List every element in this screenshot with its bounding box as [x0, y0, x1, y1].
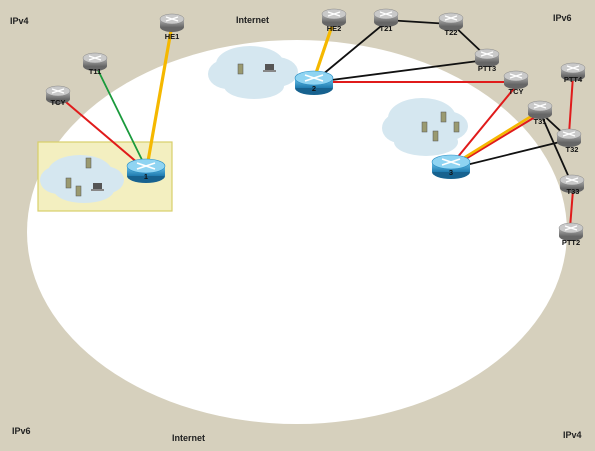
router-label: TCY	[51, 98, 66, 107]
router-label: PTT3	[478, 64, 496, 73]
link-tcy-hub1	[59, 96, 147, 171]
router-label: T22	[445, 28, 458, 37]
router-label: T33	[567, 187, 580, 196]
router-t21[interactable]: T21	[373, 8, 399, 33]
router-t22[interactable]: T22	[438, 12, 464, 37]
label-ipv6-top-right: IPv6	[553, 13, 572, 23]
router-label: HE2	[327, 24, 342, 33]
link-he2-hub2	[312, 18, 336, 81]
hub-label: 2	[312, 84, 316, 93]
router-he1[interactable]: HE1	[159, 13, 185, 41]
label-ipv4-top-left: IPv4	[10, 16, 29, 26]
router-label: TCY	[509, 87, 524, 96]
label-ipv6-bottom-left: IPv6	[12, 426, 31, 436]
router-t11[interactable]: T11	[82, 52, 108, 76]
link-hub3-t32	[453, 139, 569, 169]
link-hub2-ptt3	[315, 59, 487, 83]
router-label: T11	[89, 67, 102, 76]
router-ptt2[interactable]: PTT2	[558, 222, 584, 247]
router-label: PTT2	[562, 238, 580, 247]
router-ptt4[interactable]: PTT4	[560, 62, 586, 84]
hub-router-3[interactable]: 3	[431, 154, 471, 179]
router-label: T32	[566, 145, 579, 154]
cloud-right	[382, 98, 468, 156]
label-internet-top: Internet	[236, 15, 269, 25]
router-label: T21	[380, 24, 393, 33]
network-ellipse	[27, 40, 567, 424]
router-tcy-left[interactable]: TCY	[45, 85, 71, 107]
router-he2[interactable]: HE2	[321, 8, 347, 33]
router-label: PTT4	[564, 75, 583, 84]
link-ptt4-t32	[568, 75, 574, 135]
link-hub3-t31-red	[453, 113, 541, 167]
router-t33[interactable]: T33	[559, 174, 585, 196]
hub-router-1[interactable]: 1	[126, 158, 166, 183]
hub-label: 3	[449, 168, 453, 177]
link-t31-t33	[539, 111, 572, 183]
laptop-icon	[91, 183, 104, 191]
router-t32[interactable]: T32	[556, 128, 582, 154]
hub-label: 1	[144, 172, 148, 181]
link-hub2-t21	[315, 21, 387, 81]
link-t33-ptt2	[569, 189, 574, 229]
server-icon	[65, 157, 92, 197]
laptop-icon	[263, 64, 276, 72]
link-t11-hub1	[94, 63, 147, 169]
label-internet-bottom: Internet	[172, 433, 205, 443]
link-tcy-right-hub3	[451, 85, 517, 165]
router-tcy-right[interactable]: TCY	[503, 70, 529, 96]
router-label: HE1	[165, 32, 180, 41]
hub-router-2[interactable]: 2	[294, 70, 334, 95]
server-icon	[421, 111, 460, 142]
router-t31[interactable]: T31	[527, 100, 553, 126]
label-ipv4-bottom-right: IPv4	[563, 430, 582, 440]
router-label: T31	[534, 117, 547, 126]
router-ptt3[interactable]: PTT3	[474, 48, 500, 73]
server-icon	[237, 63, 244, 75]
links	[59, 18, 574, 229]
link-hub3-t31-yellow	[452, 110, 540, 166]
link-he1-hub1	[145, 23, 174, 169]
